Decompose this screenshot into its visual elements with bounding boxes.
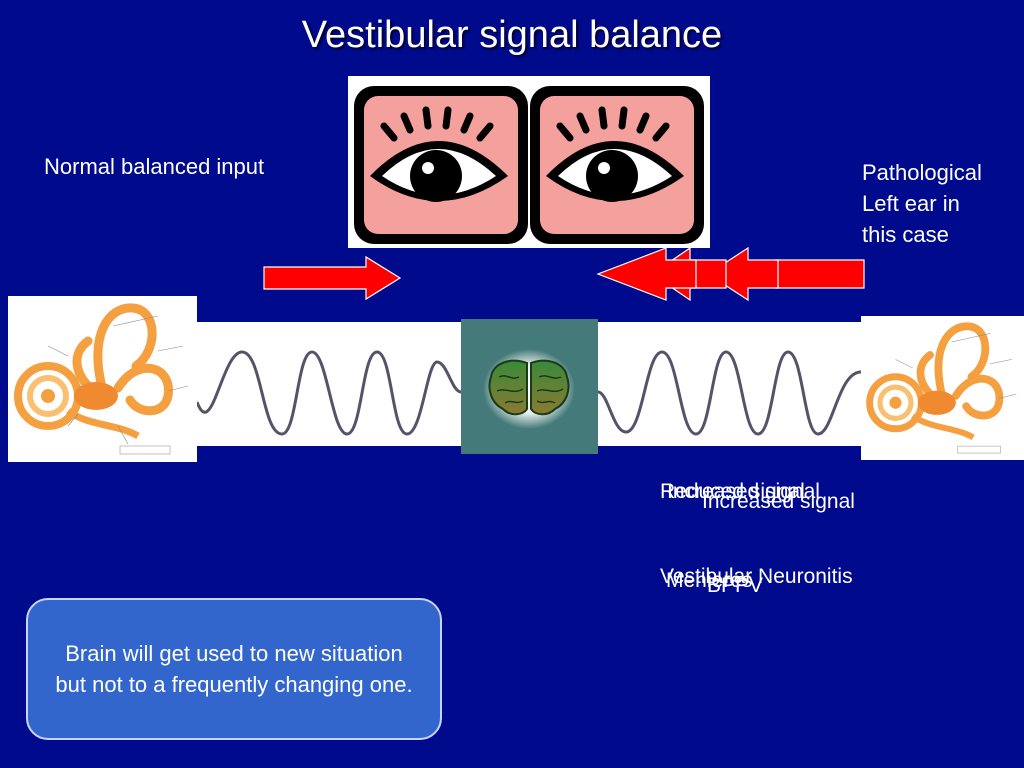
signal-label-increased: Increased signal <box>667 480 820 503</box>
note-text: Brain will get used to new situation but… <box>55 641 413 697</box>
pathological-label-line: Left ear in <box>862 191 960 216</box>
brain-icon <box>483 349 575 429</box>
condition-label-menieres: Menieres <box>666 569 753 592</box>
slide-title: Vestibular signal balance <box>301 14 723 56</box>
left-arrows-icon <box>596 246 865 302</box>
inner-ear-icon <box>866 322 1017 454</box>
right-eye-icon <box>530 86 704 244</box>
pathological-label-line: Pathological <box>862 160 982 185</box>
condition-label-bppv: BPPV <box>707 574 764 597</box>
signal-label-reduced: Reduced signal <box>660 480 805 503</box>
left-inner-ear-image <box>8 296 197 462</box>
pathological-label: Pathological Left ear in this case <box>862 157 982 250</box>
inner-ear-icon <box>14 303 189 455</box>
left-signal-wave <box>195 322 462 446</box>
right-signal-wave <box>597 322 862 446</box>
normal-input-label: Normal balanced input <box>44 154 265 179</box>
left-eye-icon <box>354 86 528 244</box>
note-box: Brain will get used to new situation but… <box>26 598 442 740</box>
right-inner-ear-image <box>861 316 1024 460</box>
condition-label-neuronitis: Vestibular Neuronitis <box>660 565 853 588</box>
right-arrow-icon <box>263 255 402 301</box>
signal-label-increased-offset: Increased signal <box>702 490 855 513</box>
brain-panel <box>461 319 598 454</box>
eyes-illustration <box>348 76 710 248</box>
pathological-label-line: this case <box>862 222 949 247</box>
